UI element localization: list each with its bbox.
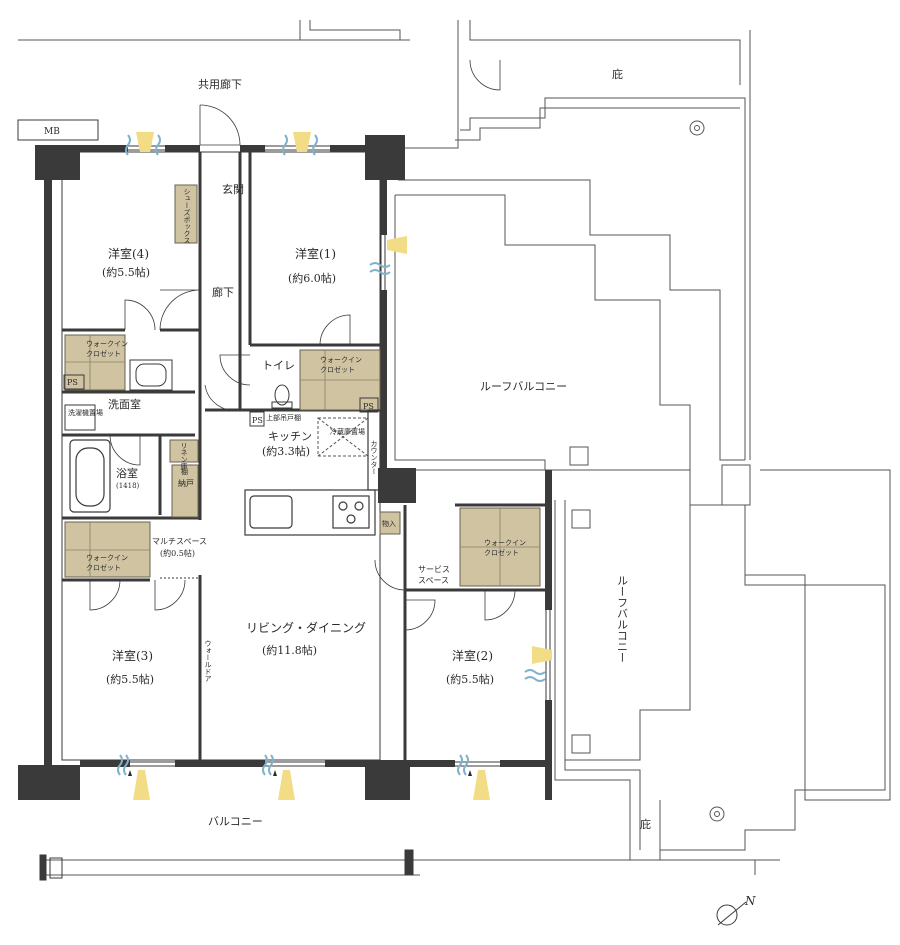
upper-shelf-label: 上部吊戸棚 <box>266 413 301 422</box>
service-space-line1: サービス <box>418 565 450 574</box>
airflow-indicators <box>117 134 546 776</box>
compass-icon <box>716 901 747 926</box>
room-bath-name: 浴室 <box>116 466 138 480</box>
wic1-line1: ウォークイン <box>320 356 362 364</box>
drain-icon <box>689 120 725 822</box>
ps-label-toilet: PS <box>252 416 263 425</box>
linen-label: リネン庫 <box>180 442 188 471</box>
ps-label-left: PS <box>67 378 78 387</box>
room-western2-area: (約5.5帖) <box>446 672 494 686</box>
roof-balcony-upper: ルーフバルコニー <box>480 380 567 393</box>
multi-space-area: (約0.5帖) <box>160 548 195 558</box>
closet-lines <box>65 335 540 586</box>
balcony-rail <box>39 849 414 881</box>
wic4-line2: クロゼット <box>86 349 121 358</box>
room-bath-size: (1418) <box>116 482 140 490</box>
fridge-box <box>317 417 369 457</box>
toilet-label: トイレ <box>262 359 295 372</box>
storage-label: 納戸 <box>178 478 194 488</box>
walls <box>18 135 552 800</box>
entrance-label: 玄関 <box>222 182 244 196</box>
room-western1-area: (約6.0帖) <box>288 271 336 285</box>
wic4-line1: ウォークイン <box>86 340 128 348</box>
compass-letter: N <box>744 894 756 908</box>
room-kitchen-area: (約3.3帖) <box>262 444 310 458</box>
shelf-label: 棚 <box>181 467 188 476</box>
room-western3-area: (約5.5帖) <box>106 672 154 686</box>
washer-box <box>64 404 96 431</box>
mb-box <box>17 119 99 141</box>
room-ldk-area: (約11.8帖) <box>262 643 317 657</box>
hallway-label: 廊下 <box>212 285 234 299</box>
room-western1-name: 洋室(1) <box>295 246 336 261</box>
roof-balcony-outline <box>18 20 891 876</box>
washer-label: 洗濯機置場 <box>68 408 103 417</box>
mb-label: MB <box>44 127 60 137</box>
vent-squares <box>569 446 751 754</box>
ps-label-right: PS <box>363 402 374 411</box>
ps-boxes <box>63 374 379 427</box>
eaves-label-top: 庇 <box>612 67 623 81</box>
balcony-label: バルコニー <box>208 815 263 828</box>
kitchen-counter <box>244 409 381 536</box>
item-storage-label: 物入 <box>382 519 396 528</box>
wic3-line2: クロゼット <box>86 563 121 572</box>
bathtub <box>69 439 111 513</box>
door-swings <box>89 59 516 631</box>
toilet-bowl <box>271 384 293 409</box>
wall-door-label: ウォールドア <box>204 640 212 682</box>
shoe-box-label: シューズボックス <box>183 188 191 244</box>
multi-space-name: マルチスペース <box>152 537 207 546</box>
eaves-label-bottom: 庇 <box>640 817 651 831</box>
room-western3-name: 洋室(3) <box>112 648 153 663</box>
wic2-line1: ウォークイン <box>484 539 526 547</box>
service-space-line2: スペース <box>418 576 449 585</box>
room-ldk-name: リビング・ダイニング <box>246 620 366 635</box>
wic1-line2: クロゼット <box>320 365 355 374</box>
washbasin <box>129 359 173 391</box>
room-western4-name: 洋室(4) <box>108 246 149 261</box>
windows <box>128 145 551 767</box>
room-kitchen-name: キッチン <box>268 430 312 443</box>
washroom-label: 洗面室 <box>108 397 141 411</box>
roof-balcony-lower: ルーフバルコニー <box>616 575 629 663</box>
room-western2-name: 洋室(2) <box>452 648 493 663</box>
closet-fills <box>64 184 541 587</box>
wic3-line1: ウォークイン <box>86 554 128 562</box>
arrow-markers <box>128 770 472 776</box>
counter-label: カウンター <box>370 440 378 475</box>
wic2-line2: クロゼット <box>484 548 519 557</box>
room-western4-area: (約5.5帖) <box>102 265 150 279</box>
fridge-label: 冷蔵庫置場 <box>330 427 365 436</box>
light-indicators <box>133 132 552 800</box>
common-corridor-label: 共用廊下 <box>198 77 242 91</box>
